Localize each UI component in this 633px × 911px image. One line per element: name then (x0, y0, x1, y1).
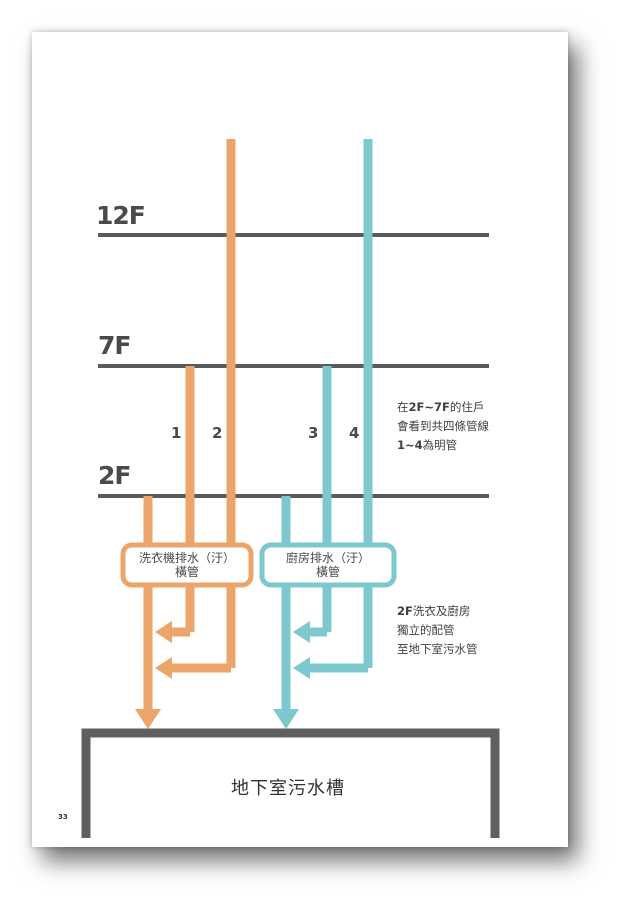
box-laundry-frame (120, 542, 254, 588)
arrow-left-4 (293, 657, 310, 679)
arrow-left-1 (155, 621, 172, 643)
arrow-down-kitchen (273, 709, 299, 729)
sewage-tank-outline (81, 728, 500, 838)
box-laundry-label: 洗衣機排水（汙） 橫管 (138, 551, 235, 579)
arrow-down-laundry (135, 709, 161, 729)
pipe-label-1: 1 (171, 424, 182, 442)
pipe-label-2: 2 (212, 424, 223, 442)
sewage-tank-label: 地下室污水槽 (231, 778, 345, 799)
floor-label-12f: 12F (96, 201, 146, 230)
pipe-label-4: 4 (349, 424, 360, 442)
note-visible-pipes: 在2F~7F的住戶 會看到共四條管線 1~4為明管 (397, 400, 489, 452)
laundry-arrowheads (135, 621, 172, 729)
pipe-label-3: 3 (308, 424, 319, 442)
document-page: 12F 7F 2F 1 2 3 4 在2F~7F的住戶 會看到共四條管線 1~4… (32, 32, 568, 847)
floor-label-2f: 2F (98, 461, 131, 490)
kitchen-arrowheads (273, 621, 310, 729)
floor-label-7f: 7F (98, 331, 131, 360)
arrow-left-2 (155, 657, 172, 679)
note-2f-independent: 2F洗衣及廚房 獨立的配管 至地下室污水管 (397, 604, 478, 656)
arrow-left-3 (293, 621, 310, 643)
plumbing-diagram (81, 139, 500, 838)
box-kitchen-label: 廚房排水（汙） 橫管 (285, 551, 370, 579)
page-number: 33 (58, 813, 68, 821)
box-kitchen-frame (259, 542, 397, 588)
